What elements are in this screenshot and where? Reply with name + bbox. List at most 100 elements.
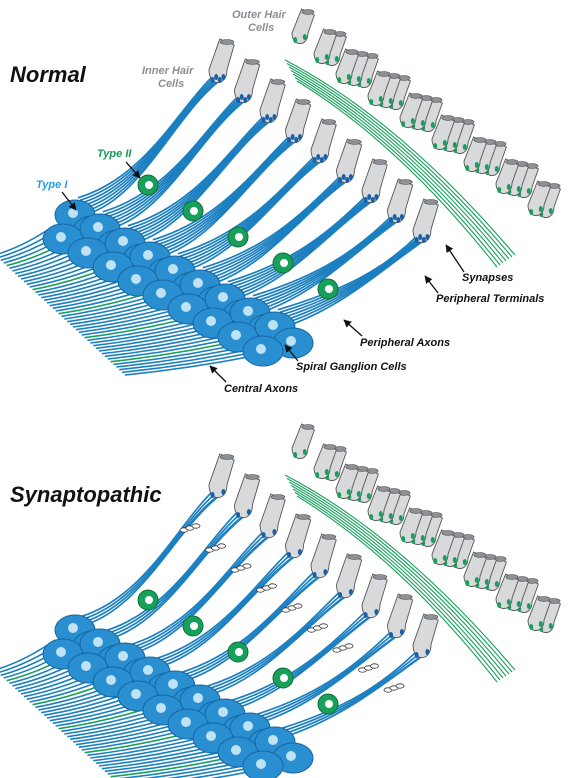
type-ii-nucleus bbox=[235, 233, 243, 241]
hair-cell-cap bbox=[399, 595, 413, 600]
synapse-dot bbox=[367, 194, 371, 200]
synapse-dot bbox=[347, 489, 351, 495]
synapse-dot bbox=[269, 117, 273, 123]
hair-cell-cap bbox=[506, 575, 518, 580]
synapse-dot bbox=[313, 157, 317, 163]
ganglion-nucleus bbox=[231, 330, 241, 340]
synapse-dot bbox=[401, 121, 405, 127]
type-ii-ganglion-cell bbox=[138, 590, 158, 610]
synapse-dot bbox=[527, 188, 531, 194]
peripheral-axons-pointer bbox=[344, 320, 362, 336]
inner-hair-cell bbox=[413, 199, 438, 243]
synapse-dot bbox=[389, 217, 393, 223]
synapse-dot bbox=[325, 469, 329, 475]
inner-hair-cell bbox=[337, 554, 362, 598]
synapse-dot bbox=[364, 197, 368, 203]
ganglion-nucleus bbox=[106, 260, 116, 270]
synapse-dot bbox=[316, 154, 320, 160]
label-synapses: Synapses bbox=[462, 272, 513, 284]
inner-hair-cell bbox=[311, 119, 336, 163]
inner-hair-cell bbox=[286, 99, 311, 143]
ganglion-nucleus bbox=[168, 264, 178, 274]
peripheral-axon bbox=[278, 237, 416, 310]
spiral-ganglion-cell bbox=[243, 336, 283, 366]
ganglion-nucleus bbox=[68, 208, 78, 218]
synapse-dot bbox=[389, 98, 393, 104]
ganglion-nucleus bbox=[56, 647, 66, 657]
synapse-dot bbox=[298, 134, 302, 140]
synapse-dot bbox=[497, 187, 501, 193]
type-ii-nucleus bbox=[325, 285, 333, 293]
synapse-dot bbox=[453, 142, 457, 148]
peripheral-axon bbox=[153, 137, 289, 240]
synapse-dot bbox=[349, 174, 353, 180]
synapse-dot bbox=[485, 164, 489, 170]
synapse-dot bbox=[323, 569, 327, 575]
synapse-dot bbox=[411, 118, 415, 124]
synapse-dot bbox=[401, 536, 405, 542]
synapse-dot bbox=[240, 94, 244, 100]
label-outer-hair-cells-line1: Outer Hair bbox=[232, 9, 287, 21]
type-ii-ganglion-cell bbox=[228, 642, 248, 662]
synapse-dot bbox=[325, 54, 329, 60]
type-ii-ganglion-cell bbox=[183, 201, 203, 221]
synapse-dot bbox=[221, 489, 225, 495]
ganglion-nucleus bbox=[81, 246, 91, 256]
synapse-dot bbox=[211, 492, 215, 498]
hair-cell-cap bbox=[410, 94, 422, 99]
synapse-dot bbox=[335, 471, 339, 477]
peripheral-axon bbox=[228, 197, 365, 282]
hair-cell-cap bbox=[271, 495, 285, 500]
label-inner-hair-cells-line2: Cells bbox=[158, 78, 184, 90]
synapse-dot bbox=[338, 592, 342, 598]
synapse-dot bbox=[443, 140, 447, 146]
hair-cell-cap bbox=[348, 140, 362, 145]
peripheral-axon bbox=[155, 138, 290, 242]
synapse-dot bbox=[374, 609, 378, 615]
peripheral-axon bbox=[230, 198, 367, 284]
synapse-dot bbox=[425, 234, 429, 240]
retracted-terminal bbox=[345, 644, 353, 648]
synapse-dot bbox=[367, 78, 371, 84]
hair-cell-cap bbox=[322, 535, 336, 540]
synapse-dot bbox=[399, 100, 403, 106]
synapse-dot bbox=[315, 472, 319, 478]
inner-hair-cell bbox=[311, 534, 336, 578]
synapse-dot bbox=[303, 449, 307, 455]
ganglion-nucleus bbox=[143, 665, 153, 675]
synapse-dot bbox=[337, 492, 341, 498]
synapse-dot bbox=[272, 529, 276, 535]
synapse-dot bbox=[507, 599, 511, 605]
inner-hair-cell bbox=[235, 474, 260, 518]
hair-cell-cap bbox=[538, 182, 550, 187]
synapse-dot bbox=[433, 143, 437, 149]
ganglion-nucleus bbox=[143, 250, 153, 260]
outer-hair-cell bbox=[292, 9, 314, 44]
peripheral-axon bbox=[156, 552, 288, 658]
synapse-dot bbox=[527, 603, 531, 609]
ganglion-nucleus bbox=[256, 344, 266, 354]
synapse-dot bbox=[371, 197, 375, 203]
synapse-dot bbox=[475, 162, 479, 168]
normal-panel: Normal Outer Hair Cells Inner Hair Cells… bbox=[0, 9, 560, 395]
peripheral-axon bbox=[206, 592, 339, 686]
ganglion-nucleus bbox=[193, 693, 203, 703]
hair-cell-cap bbox=[246, 475, 260, 480]
synapse-dot bbox=[517, 186, 521, 192]
synapse-dot bbox=[218, 77, 222, 83]
synapse-dot bbox=[539, 621, 543, 627]
synapse-dot bbox=[315, 57, 319, 63]
synapse-dot bbox=[338, 177, 342, 183]
ganglion-nucleus bbox=[68, 623, 78, 633]
synapse-dot bbox=[357, 491, 361, 497]
synapse-dot bbox=[400, 214, 404, 220]
inner-hair-cell bbox=[362, 159, 387, 203]
type-ii-nucleus bbox=[325, 700, 333, 708]
label-type-ii: Type II bbox=[97, 148, 132, 160]
synapse-dot bbox=[369, 99, 373, 105]
synapse-dot bbox=[291, 134, 295, 140]
ganglion-nucleus bbox=[56, 232, 66, 242]
hair-cell-cap bbox=[297, 515, 311, 520]
hair-cell-cap bbox=[346, 50, 358, 55]
synapse-dot bbox=[418, 234, 422, 240]
